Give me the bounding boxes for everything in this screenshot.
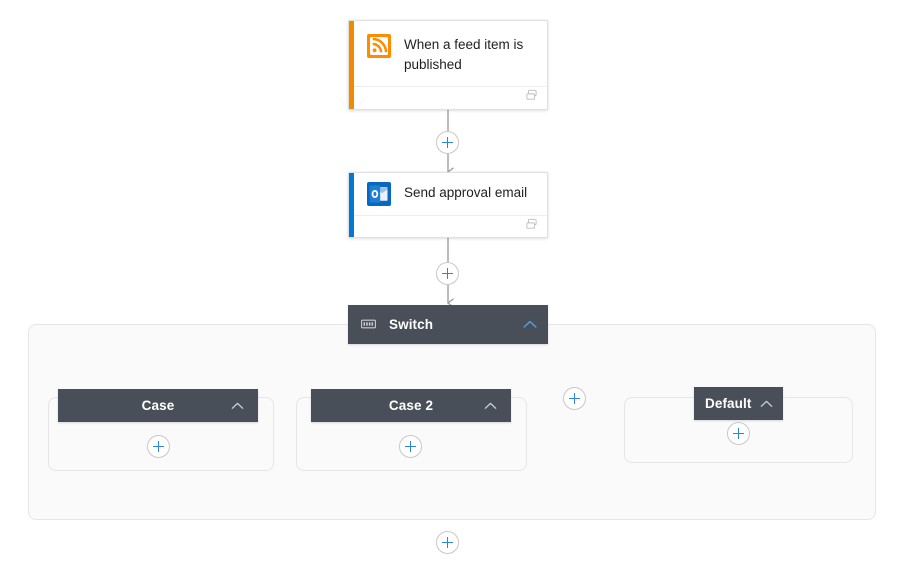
chevron-up-icon[interactable] [231,397,244,415]
add-step-after-action-button[interactable] [436,262,459,285]
add-step-in-case-button[interactable] [147,435,170,458]
chevron-up-icon[interactable] [484,397,497,415]
action-card-send-approval-email[interactable]: Send approval email [348,172,548,238]
trigger-card-when-a-feed-item-is-published[interactable]: When a feed item is published [348,20,548,110]
branch-label: Case 2 [388,398,434,413]
branch-header-default[interactable]: Default [694,387,783,420]
branch-header-case[interactable]: Case [58,389,258,422]
trigger-accent-bar [349,21,354,109]
action-card-footer [349,215,547,238]
trigger-card-footer [349,86,547,109]
action-card-title: Send approval email [404,185,528,200]
switch-node-label: Switch [389,317,434,332]
branch-header-case-2[interactable]: Case 2 [311,389,511,422]
trigger-card-title: When a feed item is published [404,37,524,72]
action-accent-bar [349,173,354,237]
add-step-after-switch-button[interactable] [436,531,459,554]
rss-feed-icon [367,34,391,58]
outlook-icon [367,182,391,206]
switch-control-icon [361,316,376,334]
add-case-button[interactable] [563,387,586,410]
branch-label: Default [705,396,752,411]
switch-node-header[interactable]: Switch [348,305,548,344]
comments-icon[interactable] [525,218,538,236]
trigger-card-header: When a feed item is published [349,21,547,86]
add-step-in-default-button[interactable] [727,422,750,445]
chevron-up-icon[interactable] [760,395,773,413]
chevron-up-icon[interactable] [523,316,537,334]
branch-label: Case [141,398,175,413]
action-card-header: Send approval email [349,173,547,215]
add-step-in-case-2-button[interactable] [399,435,422,458]
add-step-after-trigger-button[interactable] [436,131,459,154]
comments-icon[interactable] [525,89,538,107]
